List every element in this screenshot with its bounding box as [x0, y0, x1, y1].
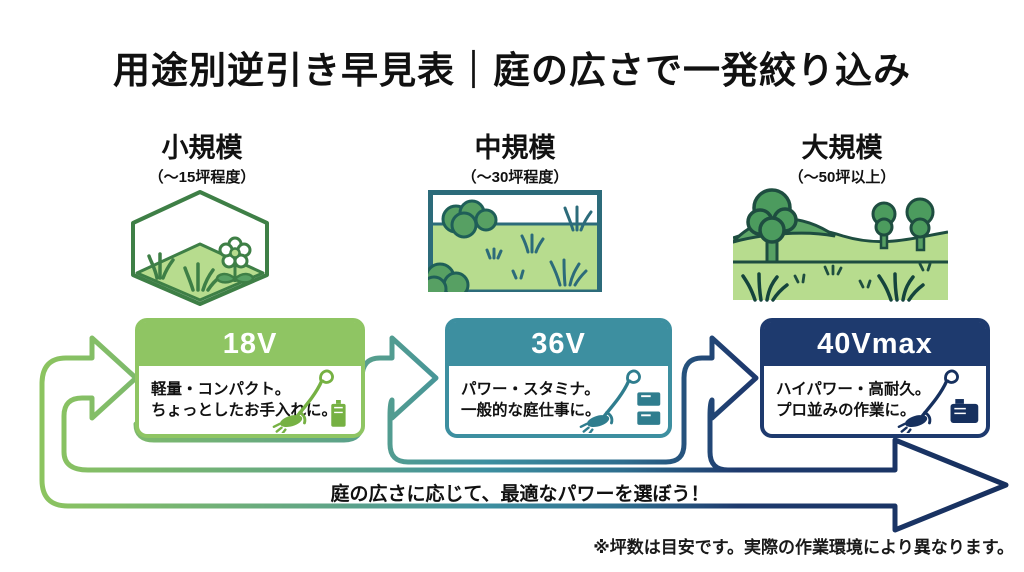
column-header-medium: 中規模 （～30坪程度） [415, 126, 615, 187]
column-header-large: 大規模 （～50坪以上） [742, 126, 942, 187]
column-heading: 中規模 [474, 133, 556, 163]
card-description: ハイパワー・高耐久。プロ並みの作業に。 [776, 380, 931, 419]
column-subheading: （～50坪以上） [788, 169, 896, 186]
page-title: 用途別逆引き早見表｜庭の広さで一発絞り込み [113, 50, 911, 91]
battery-icon [637, 392, 661, 425]
column-header-small: 小規模 （～15坪程度） [102, 126, 302, 187]
voltage-badge: 36V [449, 322, 668, 366]
card-40vmax: 40Vmax ハイパワー・高耐久。プロ並みの作業に。 [760, 318, 990, 438]
string-trimmer-battery-icon [579, 369, 661, 433]
column-heading: 小規模 [161, 133, 243, 163]
card-18v: 18V 軽量・コンパクト。ちょっとしたお手入れに。 [135, 318, 365, 438]
card-36v: 36V パワー・スタミナ。一般的な庭仕事に。 [445, 318, 672, 438]
card-description: パワー・スタミナ。一般的な庭仕事に。 [461, 380, 601, 419]
string-trimmer-battery-icon [272, 369, 346, 433]
column-subheading: （～30坪程度） [461, 169, 569, 186]
flow-arrow-caption: 庭の広さに応じて、最適なパワーを選ぼう！ [330, 484, 710, 505]
card-description: 軽量・コンパクト。ちょっとしたお手入れに。 [151, 380, 338, 419]
voltage-badge: 18V [139, 322, 361, 366]
column-heading: 大規模 [801, 133, 883, 163]
voltage-badge: 40Vmax [764, 322, 986, 366]
column-subheading: （～15坪程度） [148, 169, 256, 186]
battery-icon [950, 399, 979, 423]
string-trimmer-battery-icon [897, 369, 979, 433]
main-flow-channel [39, 335, 1009, 533]
battery-icon [331, 400, 346, 427]
footnote: ※坪数は目安です。実際の作業環境により異なります。 [593, 538, 1014, 557]
